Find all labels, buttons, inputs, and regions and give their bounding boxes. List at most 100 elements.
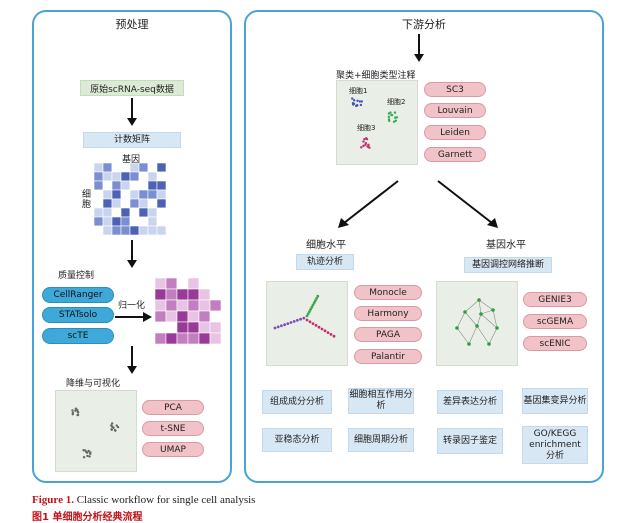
arrow-to-dimred xyxy=(127,346,137,374)
scatter-point xyxy=(368,146,371,149)
go-kegg-box: GO/KEGG enrichment 分析 xyxy=(522,426,588,464)
figure-caption-cn: 图1 单细胞分析经典流程 xyxy=(32,512,143,523)
cluster-1-label: 细胞1 xyxy=(349,87,368,95)
genie3-pill: GENIE3 xyxy=(523,292,587,307)
scatter-point xyxy=(387,115,391,119)
matrix-cell xyxy=(129,225,140,235)
network-edge xyxy=(476,313,482,327)
matrix-cell xyxy=(156,216,166,227)
matrix-cell xyxy=(138,180,149,191)
preprocessing-title: 预处理 xyxy=(115,18,149,31)
arrow-matrix-to-qc xyxy=(127,240,137,268)
scatter-point xyxy=(356,99,359,102)
scatter-point xyxy=(360,146,363,149)
trajectory-point xyxy=(305,318,309,322)
scatter-point xyxy=(74,409,77,412)
figure-label: Figure 1. xyxy=(32,494,74,506)
trajectory-point xyxy=(273,326,277,330)
cell-level-title: 细胞水平 xyxy=(306,240,346,251)
matrix-cell xyxy=(187,321,200,334)
network-node xyxy=(477,298,481,302)
matrix-cell xyxy=(129,189,140,200)
matrix-cell xyxy=(111,180,122,191)
trajectory-point xyxy=(311,303,315,307)
matrix-cell xyxy=(120,225,131,235)
matrix-cell xyxy=(165,321,178,334)
normalized-matrix-grid xyxy=(155,278,221,344)
preprocessing-panel xyxy=(32,10,232,483)
matrix-cell xyxy=(156,163,166,173)
matrix-cell xyxy=(209,332,221,344)
trajectory-point xyxy=(305,314,309,318)
network-edge xyxy=(464,299,480,313)
dimred-label: 降维与可视化 xyxy=(66,379,121,389)
matrix-cell xyxy=(111,163,122,173)
scatter-point xyxy=(352,99,356,102)
matrix-cell xyxy=(165,278,178,290)
scatter-point xyxy=(113,428,117,432)
matrix-cell xyxy=(138,198,149,209)
matrix-cell xyxy=(155,310,167,323)
arrow-qc-to-normalized xyxy=(115,312,152,322)
scatter-point xyxy=(366,145,369,148)
matrix-cell xyxy=(198,278,211,290)
matrix-cell xyxy=(138,225,149,235)
scatter-point xyxy=(387,112,391,115)
scatter-point xyxy=(352,102,356,106)
matrix-cell xyxy=(129,171,140,182)
network-edge xyxy=(456,311,466,329)
matrix-cell xyxy=(129,163,140,173)
scte-pill: scTE xyxy=(42,328,114,344)
matrix-cell xyxy=(187,310,200,323)
trajectory-point xyxy=(302,316,306,320)
network-edge xyxy=(456,327,470,345)
network-node xyxy=(463,310,467,314)
matrix-cell xyxy=(120,207,131,218)
matrix-cell xyxy=(129,180,140,191)
harmony-pill: Harmony xyxy=(354,306,422,321)
pca-pill: PCA xyxy=(142,400,204,415)
network-edge xyxy=(468,325,478,345)
matrix-cell xyxy=(111,198,122,209)
trajectory-point xyxy=(283,323,286,327)
figure-caption: Figure 1. Classic workflow for single ce… xyxy=(32,494,255,506)
matrix-cell xyxy=(147,198,158,209)
scatter-point xyxy=(110,428,114,432)
matrix-cell xyxy=(129,198,140,209)
matrix-cell xyxy=(198,288,211,301)
matrix-cell xyxy=(94,216,104,227)
trajectory-point xyxy=(292,320,296,323)
matrix-cell xyxy=(102,163,113,173)
cluster-2-label: 细胞2 xyxy=(387,98,406,106)
trajectory-point xyxy=(286,322,290,325)
trajectory-point xyxy=(310,305,314,309)
matrix-cell xyxy=(147,180,158,191)
cell-cycle-box: 细胞周期分析 xyxy=(348,428,414,452)
trajectory-point xyxy=(309,308,312,311)
grn-box: 基因调控网络推断 xyxy=(464,257,552,273)
matrix-cell xyxy=(111,171,122,182)
scatter-point xyxy=(76,413,79,417)
network-node xyxy=(467,342,471,346)
trajectory-point xyxy=(332,334,336,338)
raw-data-box: 原始scRNA-seq数据 xyxy=(80,80,184,96)
matrix-cell xyxy=(138,207,149,218)
matrix-cell xyxy=(147,189,158,200)
louvain-pill: Louvain xyxy=(424,103,486,118)
matrix-cell xyxy=(94,198,104,209)
matrix-cell xyxy=(147,225,158,235)
matrix-cell xyxy=(187,299,200,312)
scatter-point xyxy=(110,422,114,425)
matrix-cell xyxy=(111,189,122,200)
matrix-cell xyxy=(120,180,131,191)
matrix-cell xyxy=(102,180,113,191)
matrix-cell xyxy=(187,332,200,344)
matrix-cell xyxy=(102,207,113,218)
tf-identification-box: 转录因子鉴定 xyxy=(437,428,503,454)
cell-interaction-box: 细胞相互作用分析 xyxy=(348,388,414,414)
matrix-cell xyxy=(94,163,104,173)
matrix-cell xyxy=(94,180,104,191)
qc-label: 质量控制 xyxy=(58,271,95,281)
matrix-cell xyxy=(129,207,140,218)
cluster-3-label: 细胞3 xyxy=(357,124,376,132)
